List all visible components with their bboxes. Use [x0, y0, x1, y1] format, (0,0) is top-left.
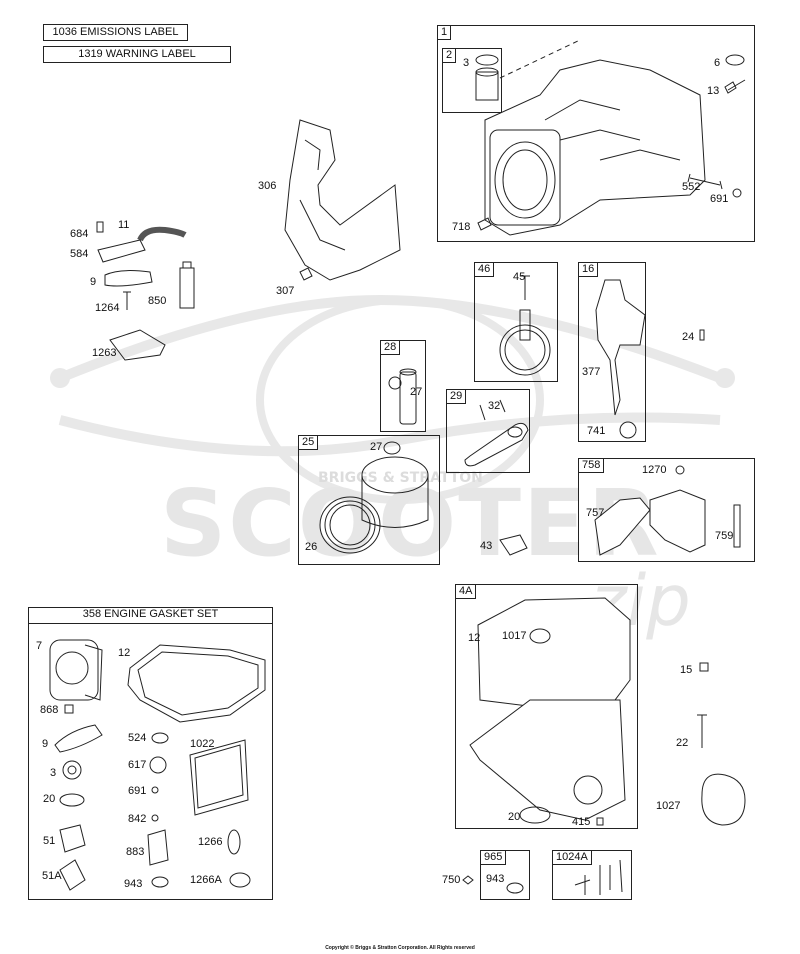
box-tag: 25	[299, 436, 319, 450]
callout-750: 750	[442, 874, 461, 886]
box-tag: 758	[579, 459, 605, 473]
gasket-callout-883: 883	[126, 846, 145, 858]
callout-718: 718	[452, 221, 471, 233]
gasket-callout-51: 51	[43, 835, 56, 847]
callout-759: 759	[715, 530, 734, 542]
gasket-callout-9: 9	[42, 738, 49, 750]
box-tag: 28	[381, 341, 401, 355]
callout-15: 15	[680, 664, 693, 676]
gasket-callout-943: 943	[124, 878, 143, 890]
gasket-callout-51A: 51A	[42, 870, 62, 882]
box-sump: 4A	[455, 584, 638, 829]
gasket-callout-1022: 1022	[190, 738, 215, 750]
callout-20: 20	[508, 811, 521, 823]
gasket-callout-12: 12	[118, 647, 131, 659]
callout-1264: 1264	[95, 302, 120, 314]
box-tag: 2	[443, 49, 457, 63]
gasket-callout-1266A: 1266A	[190, 874, 222, 886]
box-1024A: 1024A	[552, 850, 632, 900]
callout-943: 943	[486, 873, 505, 885]
copyright-text: Copyright © Briggs & Stratton Corporatio…	[325, 945, 475, 951]
gasket-callout-7: 7	[36, 640, 43, 652]
gasket-callout-691: 691	[128, 785, 147, 797]
callout-43: 43	[480, 540, 493, 552]
callout-9: 9	[90, 276, 97, 288]
callout-850: 850	[148, 295, 167, 307]
gasket-callout-524: 524	[128, 732, 147, 744]
callout-26: 26	[305, 541, 318, 553]
box-tag: 16	[579, 263, 599, 277]
gasket-callout-3: 3	[50, 767, 57, 779]
gasket-callout-868: 868	[40, 704, 59, 716]
box-cam-gear: 46	[474, 262, 558, 382]
callout-22: 22	[676, 737, 689, 749]
callout-757: 757	[586, 507, 605, 519]
callout-307: 307	[276, 285, 295, 297]
callout-584: 584	[70, 248, 89, 260]
box-tag: 46	[475, 263, 495, 277]
callout-3: 3	[463, 57, 470, 69]
box-bushing: 2	[442, 48, 502, 113]
callout-6: 6	[714, 57, 721, 69]
callout-691: 691	[710, 193, 729, 205]
callout-1017: 1017	[502, 630, 527, 642]
gasket-callout-1266: 1266	[198, 836, 223, 848]
callout-377: 377	[582, 366, 601, 378]
callout-741: 741	[587, 425, 606, 437]
callout-1027: 1027	[656, 800, 681, 812]
box-piston-pin: 28	[380, 340, 426, 432]
warning-label-ref: 1319 WARNING LABEL	[43, 46, 231, 63]
gasket-callout-842: 842	[128, 813, 147, 825]
box-965: 965	[480, 850, 530, 900]
callout-684: 684	[70, 228, 89, 240]
callout-24: 24	[682, 331, 695, 343]
box-tag: 4A	[456, 585, 477, 599]
emissions-label-ref: 1036 EMISSIONS LABEL	[43, 24, 188, 41]
box-crankshaft: 16	[578, 262, 646, 442]
callout-45: 45	[513, 271, 526, 283]
watermark-subtext: BRIGGS & STRATTON	[318, 470, 483, 486]
gasket-callout-617: 617	[128, 759, 147, 771]
box-gasket-set	[28, 607, 273, 900]
box-connecting-rod: 29	[446, 389, 530, 473]
callout-1270: 1270	[642, 464, 667, 476]
callout-306: 306	[258, 180, 277, 192]
watermark-text: SCOOTER	[160, 470, 661, 577]
box-tag: 29	[447, 390, 467, 404]
callout-11: 11	[118, 219, 130, 231]
callout-13: 13	[707, 85, 720, 97]
callout-552: 552	[682, 181, 701, 193]
box-tag: 1	[438, 26, 452, 40]
callout-27: 27	[410, 386, 423, 398]
box-piston-assembly: 25	[298, 435, 440, 565]
box-cylinder-assembly: 1	[437, 25, 755, 242]
callout-27-piston: 27	[370, 441, 383, 453]
callout-12: 12	[468, 632, 481, 644]
box-tag: 965	[481, 851, 507, 865]
box-governor: 758	[578, 458, 755, 562]
gasket-callout-20: 20	[43, 793, 56, 805]
callout-1263: 1263	[92, 347, 117, 359]
gasket-set-title: 358 ENGINE GASKET SET	[28, 607, 273, 624]
box-tag: 1024A	[553, 851, 592, 865]
callout-415: 415	[572, 816, 591, 828]
callout-32: 32	[488, 400, 501, 412]
